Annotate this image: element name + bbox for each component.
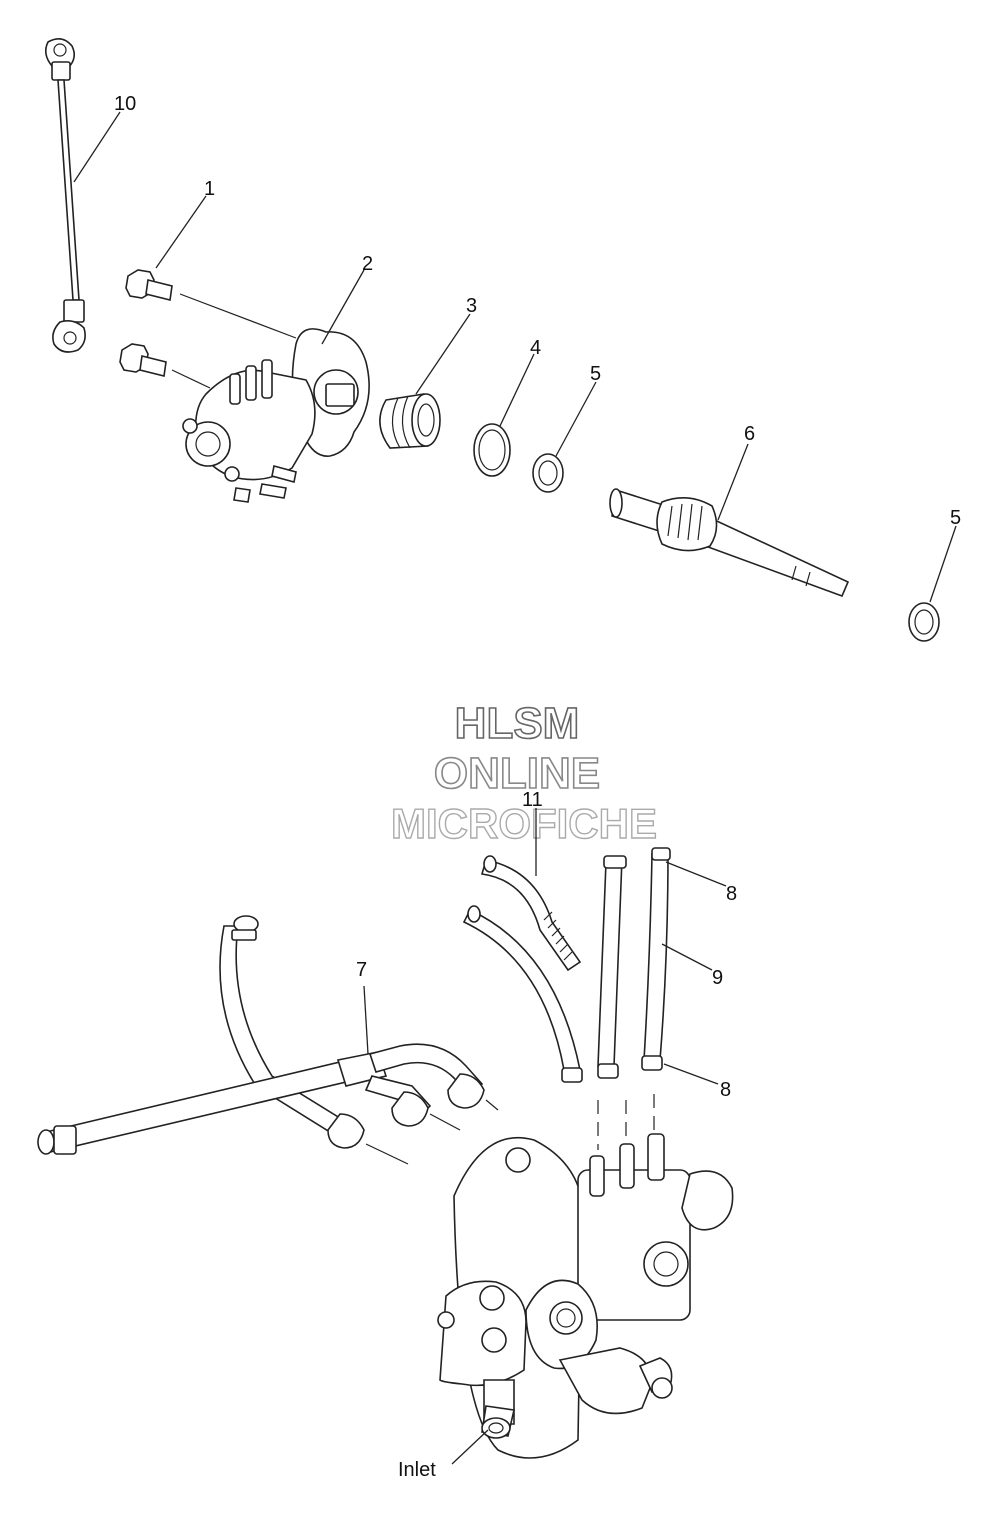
callout-7: 7 <box>356 959 367 981</box>
callout-4: 4 <box>530 337 541 359</box>
part-10-link-rod <box>44 38 86 353</box>
callout-3: 3 <box>466 295 477 317</box>
part-3-bushing <box>379 393 441 449</box>
bottom-leader-lines <box>363 808 727 1465</box>
callout-1: 1 <box>204 178 215 200</box>
callout-9: 9 <box>712 967 723 989</box>
part-2-oil-pump <box>182 328 370 503</box>
callout-6: 6 <box>744 423 755 445</box>
part-7-hose-tee-assembly <box>37 915 485 1155</box>
callout-inlet: Inlet <box>398 1459 436 1481</box>
callout-10: 10 <box>114 93 136 115</box>
part-11-hose-lower <box>462 905 583 1083</box>
part-4-o-ring <box>473 423 511 477</box>
callout-8-upper: 8 <box>726 883 737 905</box>
callout-2: 2 <box>362 253 373 275</box>
callout-8-lower: 8 <box>720 1079 731 1101</box>
part-1-bolt-upper <box>125 269 173 301</box>
top-leader-lines <box>73 111 957 603</box>
callout-5-right: 5 <box>950 507 961 529</box>
part-5-washer-left <box>532 453 564 493</box>
watermark-line-3: MICROFICHE <box>391 800 657 847</box>
part-1-bolt-lower <box>119 343 167 377</box>
callout-5-left: 5 <box>590 363 601 385</box>
watermark-line-2: ONLINE <box>434 749 600 798</box>
part-11-hose <box>480 855 582 972</box>
watermark: HLSM ONLINE MICROFICHE <box>390 698 657 848</box>
bottom-oil-pump <box>437 1133 734 1459</box>
part-5-washer-right <box>908 602 940 642</box>
part-6-drive-shaft <box>609 488 850 598</box>
part-9-hose-right <box>641 847 671 1071</box>
watermark-line-1: HLSM <box>455 699 580 748</box>
part-9-hose-center <box>597 855 627 1079</box>
callout-11: 11 <box>522 789 543 811</box>
